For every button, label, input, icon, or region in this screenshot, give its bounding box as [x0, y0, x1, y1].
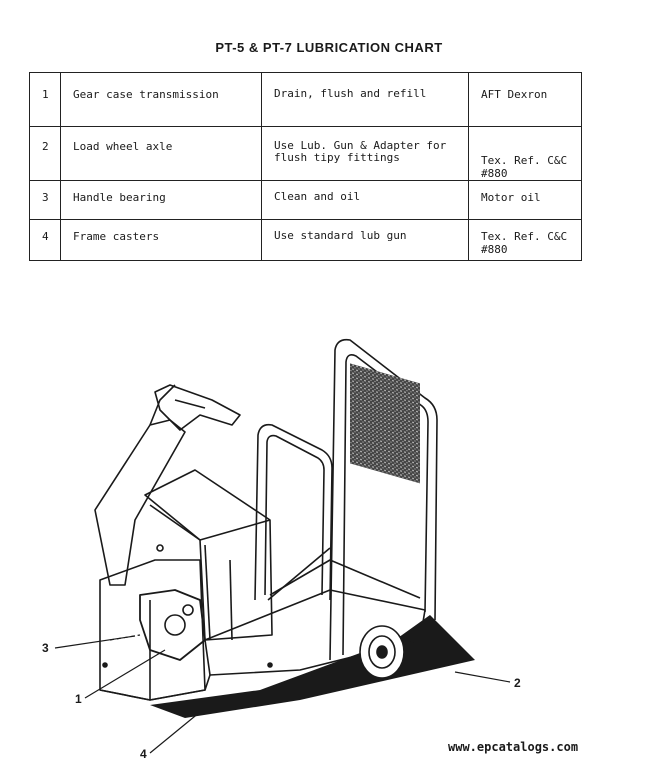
row-number: 3: [42, 191, 49, 204]
lubrication-action: Clean and oil: [274, 190, 361, 203]
lubricant: Tex. Ref. C&C #880: [481, 230, 568, 256]
callout-1: 1: [75, 692, 82, 706]
lubricant: Tex. Ref. C&C #880: [481, 154, 568, 180]
lubrication-action: Drain, flush and refill: [274, 87, 427, 100]
lubricant: AFT Dexron: [481, 88, 548, 101]
table-row: 2 Load wheel axle Use Lub. Gun & Adapter…: [29, 126, 582, 181]
website-watermark: www.epcatalogs.com: [448, 740, 579, 754]
leader-line-4: [149, 711, 201, 754]
callout-3: 3: [42, 641, 49, 655]
table-row: 3 Handle bearing Clean and oil Motor oil: [29, 180, 582, 220]
part-name: Load wheel axle: [73, 140, 173, 153]
table-row: 4 Frame casters Use standard lub gun Tex…: [29, 219, 582, 261]
lubrication-action: Use standard lub gun: [274, 229, 407, 242]
part-name: Frame casters: [73, 230, 160, 243]
part-name: Gear case transmission: [73, 88, 219, 101]
leader-line-3: [54, 635, 136, 649]
guard-rail: [254, 423, 333, 601]
lubricant: Motor oil: [481, 191, 541, 204]
pallet-truck-illustration: [54, 338, 511, 754]
table-row: 1 Gear case transmission Drain, flush an…: [29, 72, 582, 127]
callout-4: 4: [140, 747, 147, 761]
mesh-panel: [350, 363, 420, 484]
row-number: 1: [42, 88, 49, 101]
tiller-arm: [94, 419, 186, 586]
back-rest: [329, 338, 438, 661]
leader-line-2: [454, 671, 511, 683]
gear-case: [139, 589, 206, 661]
leader-line-1: [84, 649, 166, 699]
callout-2: 2: [514, 676, 521, 690]
part-name: Handle bearing: [73, 191, 166, 204]
lubrication-table: 1 Gear case transmission Drain, flush an…: [29, 72, 582, 261]
tiller-handle: [154, 384, 241, 431]
page-title: PT-5 & PT-7 LUBRICATION CHART: [215, 40, 443, 55]
row-number: 4: [42, 230, 49, 243]
row-number: 2: [42, 140, 49, 153]
